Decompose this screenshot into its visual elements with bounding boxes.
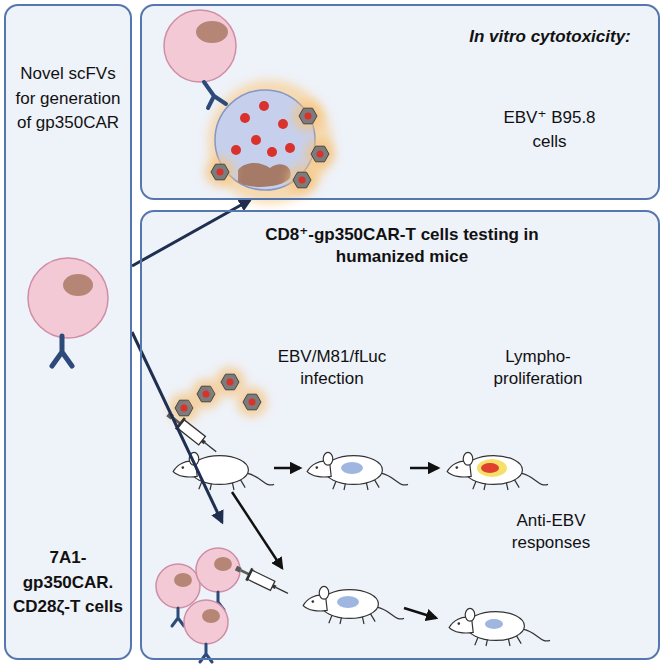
car-t-cell: [63, 274, 93, 296]
panel-ground: [140, 210, 660, 660]
panel-heading: 7A1-gp350CAR. CD28ζ-T cells: [8, 546, 128, 620]
scene-label: EBV/M81/fLuc infection: [252, 346, 412, 390]
mouse-model-scene: [233, 562, 291, 600]
panel-ground: [140, 4, 660, 200]
cytotoxicity-scene: [204, 82, 226, 108]
panel-text: EBV⁺ B95.8 cells: [487, 106, 612, 154]
flow-arrow: [132, 332, 222, 522]
cytotoxicity-scene: [259, 101, 269, 111]
mouse-model-scene: [404, 608, 436, 618]
mouse-model-scene: [449, 608, 550, 646]
cytotoxicity-scene: [238, 163, 291, 187]
cytotoxicity-scene: [285, 143, 295, 153]
cytotoxicity-scene: [287, 165, 317, 195]
car-t-cell: [52, 336, 72, 366]
cytotoxicity-scene: [164, 10, 335, 204]
cytotoxicity-scene: [293, 101, 323, 131]
panel-ground: [4, 4, 132, 660]
scene-label: Lympho-proliferation: [478, 346, 598, 390]
cytotoxicity-scene: [164, 10, 236, 82]
car-t-cell: [28, 258, 108, 366]
mouse-model-scene: [184, 600, 228, 662]
mouse-model-scene: [447, 452, 548, 490]
mouse-model-scene: [237, 387, 267, 417]
scene-label: Anti-EBV responses: [486, 510, 616, 554]
cytotoxicity-scene: [278, 119, 288, 129]
mouse-model-scene: [232, 492, 282, 568]
cytotoxicity-scene: [251, 135, 261, 145]
cytotoxicity-scene: [196, 21, 228, 43]
mouse-model-scene: [173, 452, 274, 490]
panel-heading: In vitro cytotoxicity:: [460, 26, 640, 48]
cytotoxicity-scene: [240, 113, 250, 123]
mouse-model-scene: [481, 463, 499, 473]
panel-text: Novel scFVs for generation of gp350CAR: [12, 62, 124, 136]
panel-heading: CD8⁺-gp350CAR-T cells testing in humaniz…: [237, 224, 567, 268]
mouse-model-scene: [410, 467, 438, 470]
mouse-model-scene: [337, 596, 359, 608]
mouse-model-scene: [303, 586, 404, 624]
mouse-model-scene: [156, 367, 550, 662]
cytotoxicity-scene: [267, 147, 277, 157]
mouse-model-scene: [341, 462, 363, 474]
side-panel: Novel scFVs for generation of gp350CAR 7A…: [4, 4, 132, 660]
cytotoxicity-scene: [305, 139, 335, 169]
cytotoxicity-panel: In vitro cytotoxicity: EBV⁺ B95.8 cells: [140, 4, 660, 200]
mouse-model-scene: [477, 459, 507, 477]
car-t-cell: [28, 258, 108, 338]
cytotoxicity-scene: [231, 145, 241, 155]
mouse-model-scene: [307, 452, 408, 490]
cytotoxicity-scene: [205, 157, 235, 187]
mouse-model-scene: [274, 467, 300, 470]
mouse-panel: CD8⁺-gp350CAR-T cells testing in humaniz…: [140, 210, 660, 660]
mouse-model-scene: [485, 619, 503, 629]
